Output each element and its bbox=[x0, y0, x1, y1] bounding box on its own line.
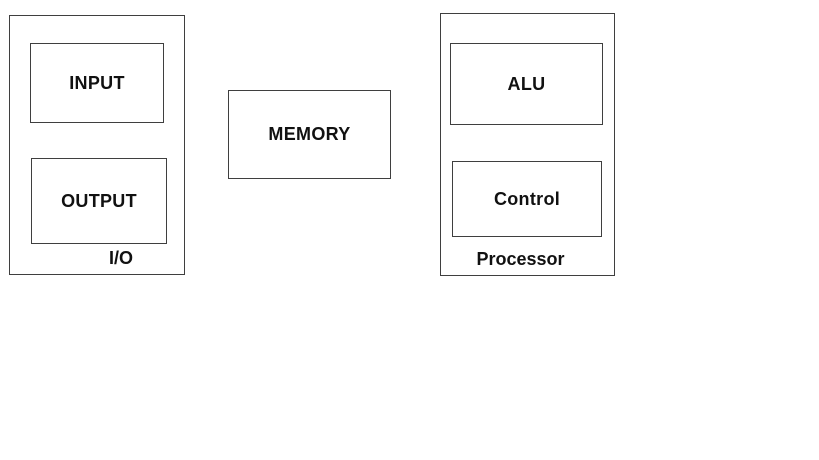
processor-unit-label: Processor bbox=[476, 249, 565, 269]
memory-block: MEMORY bbox=[228, 90, 391, 179]
processor-unit-container: ALU Control Processor bbox=[440, 13, 615, 276]
control-block: Control bbox=[452, 161, 602, 237]
io-unit-label: I/O bbox=[108, 248, 133, 268]
io-unit-container: INPUT OUTPUT I/O bbox=[9, 15, 185, 275]
output-block-label: OUTPUT bbox=[61, 190, 137, 211]
output-block: OUTPUT bbox=[31, 158, 167, 244]
alu-block: ALU bbox=[450, 43, 603, 125]
input-block: INPUT bbox=[30, 43, 164, 123]
control-block-label: Control bbox=[493, 188, 561, 209]
alu-block-label: ALU bbox=[507, 73, 546, 94]
memory-block-label: MEMORY bbox=[268, 124, 351, 144]
input-block-label: INPUT bbox=[69, 72, 125, 93]
